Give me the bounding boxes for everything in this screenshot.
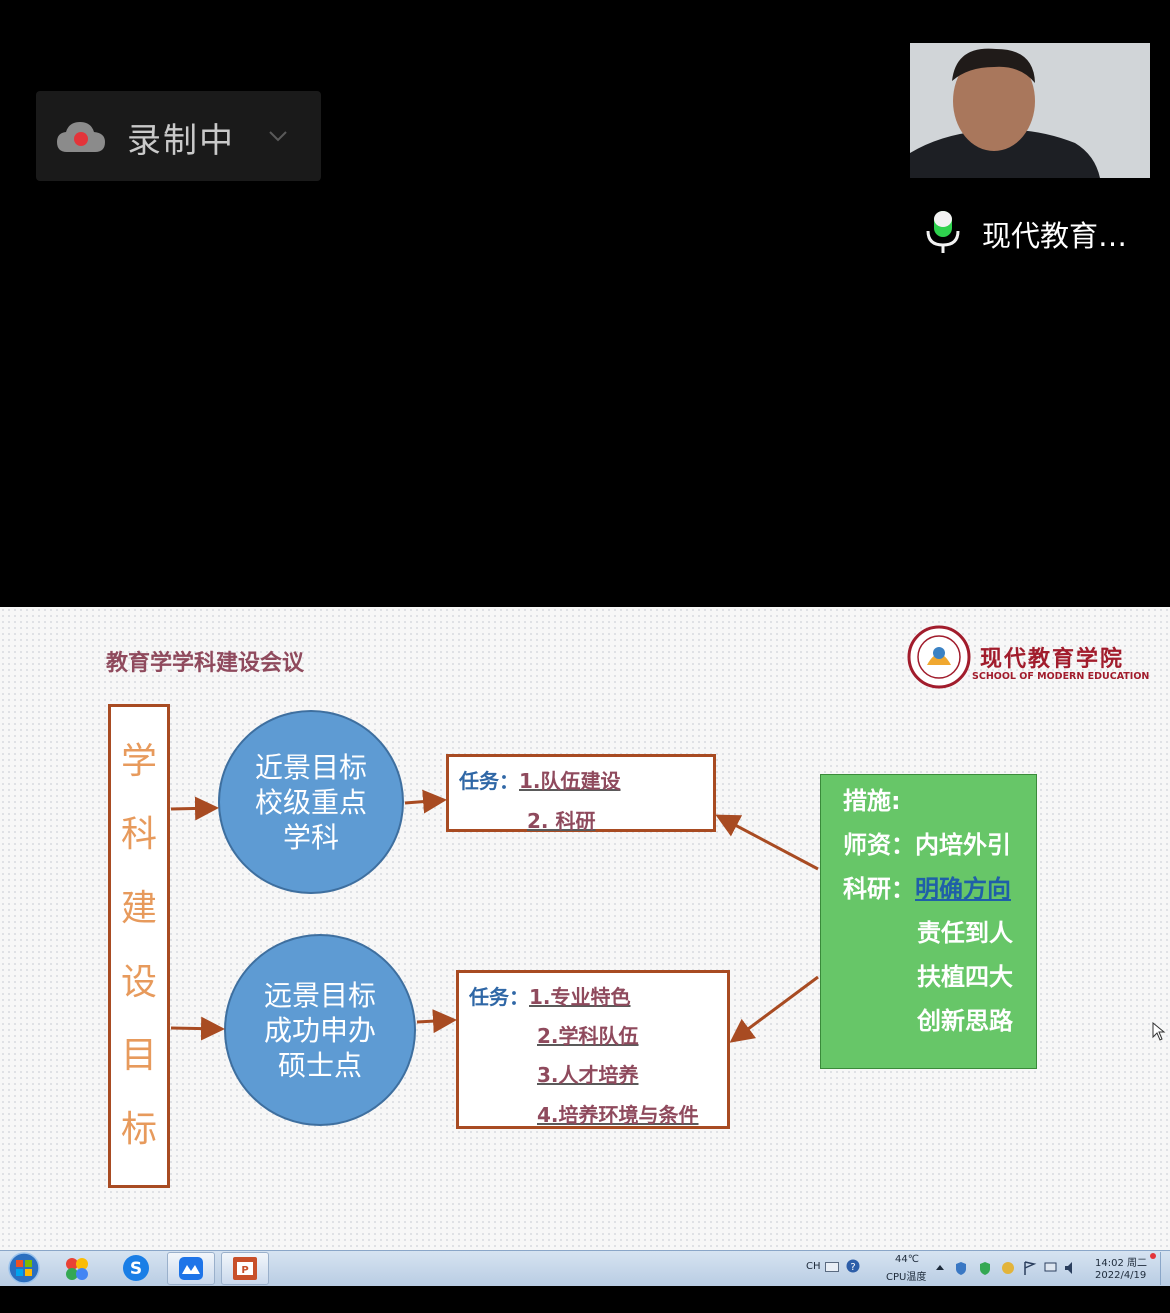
cpu-temperature-label: CPU温度 bbox=[886, 1272, 927, 1283]
meeting-app-icon bbox=[179, 1257, 203, 1280]
far-tasks-box: 任务：1.专业特色 2.学科队伍 3.人才培养 4.培养环境与条件 bbox=[456, 970, 730, 1129]
arrow-measures-to-near-tasks bbox=[715, 814, 819, 871]
far-task-item[interactable]: 4.培养环境与条件 bbox=[537, 1103, 699, 1127]
speaker-name: 现代教育… bbox=[982, 219, 1128, 253]
vertical-char: 标 bbox=[120, 1109, 157, 1151]
school-name-en: SCHOOL OF MODERN EDUCATION bbox=[972, 671, 1150, 682]
participant-video-frame bbox=[910, 43, 1150, 178]
cpu-temperature[interactable]: 44℃ bbox=[895, 1254, 919, 1265]
powerpoint-icon: P bbox=[233, 1257, 257, 1280]
near-task-item[interactable]: 1.队伍建设 bbox=[519, 769, 621, 793]
far-task-item[interactable]: 3.人才培养 bbox=[537, 1063, 639, 1087]
school-name-cn: 现代教育学院 bbox=[980, 646, 1125, 672]
connector-arrows bbox=[170, 789, 819, 1043]
show-desktop-button[interactable] bbox=[1160, 1252, 1169, 1285]
far-task-item[interactable]: 1.专业特色 bbox=[529, 985, 631, 1009]
tray-expand-icon[interactable] bbox=[936, 1264, 944, 1270]
research-value: 责任到人 bbox=[917, 919, 1013, 947]
taskbar-app-sogou[interactable]: S bbox=[112, 1252, 160, 1285]
pinwheel-app-icon bbox=[66, 1258, 88, 1280]
arrow-to-near-tasks bbox=[404, 789, 447, 814]
bottom-black-bar bbox=[0, 1286, 1170, 1313]
sogou-browser-icon: S bbox=[123, 1255, 149, 1281]
far-goal-line: 成功申办 bbox=[263, 1013, 376, 1047]
clock-time[interactable]: 14:02 周二 bbox=[1095, 1258, 1147, 1269]
measures-box: 措施: 师资：内培外引 科研：明确方向 责任到人 扶植四大 创新思路 bbox=[820, 774, 1037, 1069]
slide-title: 教育学学科建设会议 bbox=[106, 651, 305, 676]
taskbar-app-pinwheel[interactable] bbox=[53, 1252, 101, 1285]
chevron-down-icon[interactable] bbox=[268, 129, 288, 143]
start-button-icon[interactable] bbox=[6, 1252, 42, 1284]
recording-label: 录制中 bbox=[127, 121, 235, 161]
research-value: 扶植四大 bbox=[917, 963, 1013, 991]
far-tasks-label: 任务： bbox=[469, 985, 529, 1009]
faculty-value: 内培外引 bbox=[915, 831, 1011, 859]
notification-dot-icon bbox=[1150, 1253, 1156, 1259]
near-tasks-box: 任务：1.队伍建设 2. 科研 bbox=[446, 754, 716, 833]
svg-text:?: ? bbox=[850, 1262, 855, 1273]
near-tasks-label: 任务： bbox=[459, 769, 519, 793]
research-value: 创新思路 bbox=[917, 1007, 1013, 1035]
far-goal-line: 硕士点 bbox=[277, 1048, 362, 1082]
vertical-char: 设 bbox=[120, 961, 157, 1003]
research-label: 科研： bbox=[843, 875, 915, 903]
input-language[interactable]: CH bbox=[806, 1261, 821, 1272]
microphone-icon[interactable] bbox=[924, 209, 962, 255]
svg-text:S: S bbox=[130, 1259, 142, 1279]
cloud-record-icon bbox=[57, 122, 105, 152]
vertical-char: 科 bbox=[120, 814, 157, 856]
far-task-item[interactable]: 2.学科队伍 bbox=[537, 1024, 639, 1048]
school-seal-icon bbox=[907, 625, 971, 689]
far-goal-circle: 远景目标 成功申办 硕士点 bbox=[224, 934, 416, 1126]
near-task-item[interactable]: 2. 科研 bbox=[527, 809, 596, 833]
research-value-link[interactable]: 明确方向 bbox=[915, 875, 1011, 903]
arrow-measures-to-far-tasks bbox=[729, 975, 819, 1043]
svg-text:P: P bbox=[241, 1265, 248, 1276]
help-icon[interactable]: ? bbox=[846, 1259, 860, 1273]
near-goal-circle: 近景目标 校级重点 学科 bbox=[218, 710, 404, 894]
keyboard-icon[interactable] bbox=[825, 1262, 839, 1272]
faculty-label: 师资： bbox=[843, 831, 915, 859]
vertical-char: 目 bbox=[120, 1035, 157, 1077]
taskbar-app-powerpoint[interactable]: P bbox=[221, 1252, 269, 1285]
system-tray-icons[interactable] bbox=[955, 1260, 1075, 1276]
measures-heading: 措施: bbox=[843, 787, 901, 815]
taskbar-app-meeting[interactable] bbox=[167, 1252, 215, 1285]
near-goal-line: 校级重点 bbox=[254, 785, 367, 819]
arrow-to-far-tasks bbox=[416, 1009, 457, 1034]
mouse-cursor-icon bbox=[1152, 1022, 1166, 1041]
far-goal-line: 远景目标 bbox=[263, 978, 376, 1012]
arrow-to-far-goal bbox=[170, 1016, 225, 1041]
arrow-to-near-goal bbox=[170, 796, 219, 821]
shared-slide: 教育学学科建设会议 现代教育学院 SCHOOL OF MODERN EDUCAT… bbox=[0, 607, 1170, 1250]
clock-date[interactable]: 2022/4/19 bbox=[1095, 1270, 1147, 1281]
vertical-char: 学 bbox=[120, 740, 157, 782]
participant-video[interactable] bbox=[910, 43, 1150, 178]
near-goal-line: 近景目标 bbox=[254, 750, 367, 784]
vertical-char: 建 bbox=[120, 888, 157, 930]
near-goal-line: 学科 bbox=[282, 820, 339, 854]
vertical-goal-box: 学 科 建 设 目 标 bbox=[108, 704, 170, 1188]
